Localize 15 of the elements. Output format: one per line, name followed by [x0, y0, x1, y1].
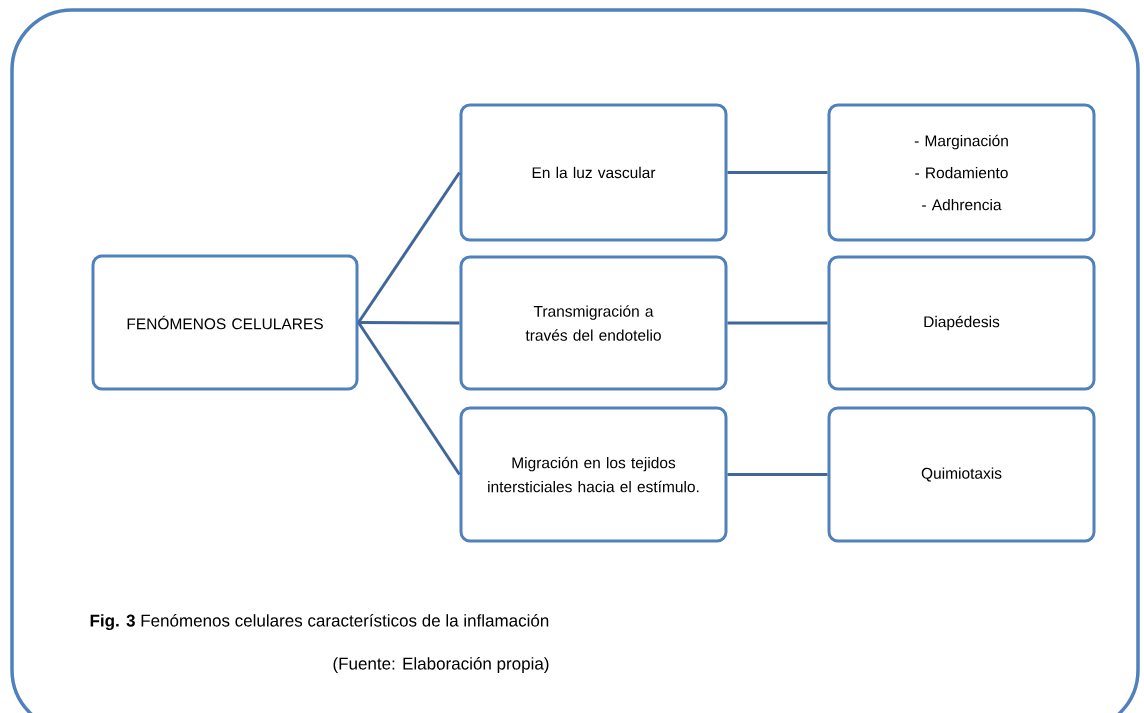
connector-line	[358, 321, 460, 325]
source-note: (Fuente: Elaboración propia)	[333, 657, 549, 674]
process-box: Transmigración a través del endotelio	[459, 255, 728, 391]
process-box: - Marginación - Rodamiento - Adhrencia	[827, 103, 1096, 242]
connector-line	[727, 321, 828, 325]
process-box: Quimiotaxis	[827, 406, 1096, 543]
connector-line	[357, 171, 461, 324]
process-box: FENÓMENOS CELULARES	[91, 254, 359, 391]
process-box: Diapédesis	[827, 255, 1096, 391]
connector-line	[727, 171, 828, 174]
process-box: Migración en los tejidos intersticiales hacia el estímulo.	[459, 406, 728, 543]
caption: Fig. 3 Fenómenos celulares característicos de la inflamación	[90, 613, 549, 631]
connector-line	[357, 321, 461, 476]
process-box: En la luz vascular	[459, 103, 728, 242]
connector-line	[727, 473, 828, 476]
